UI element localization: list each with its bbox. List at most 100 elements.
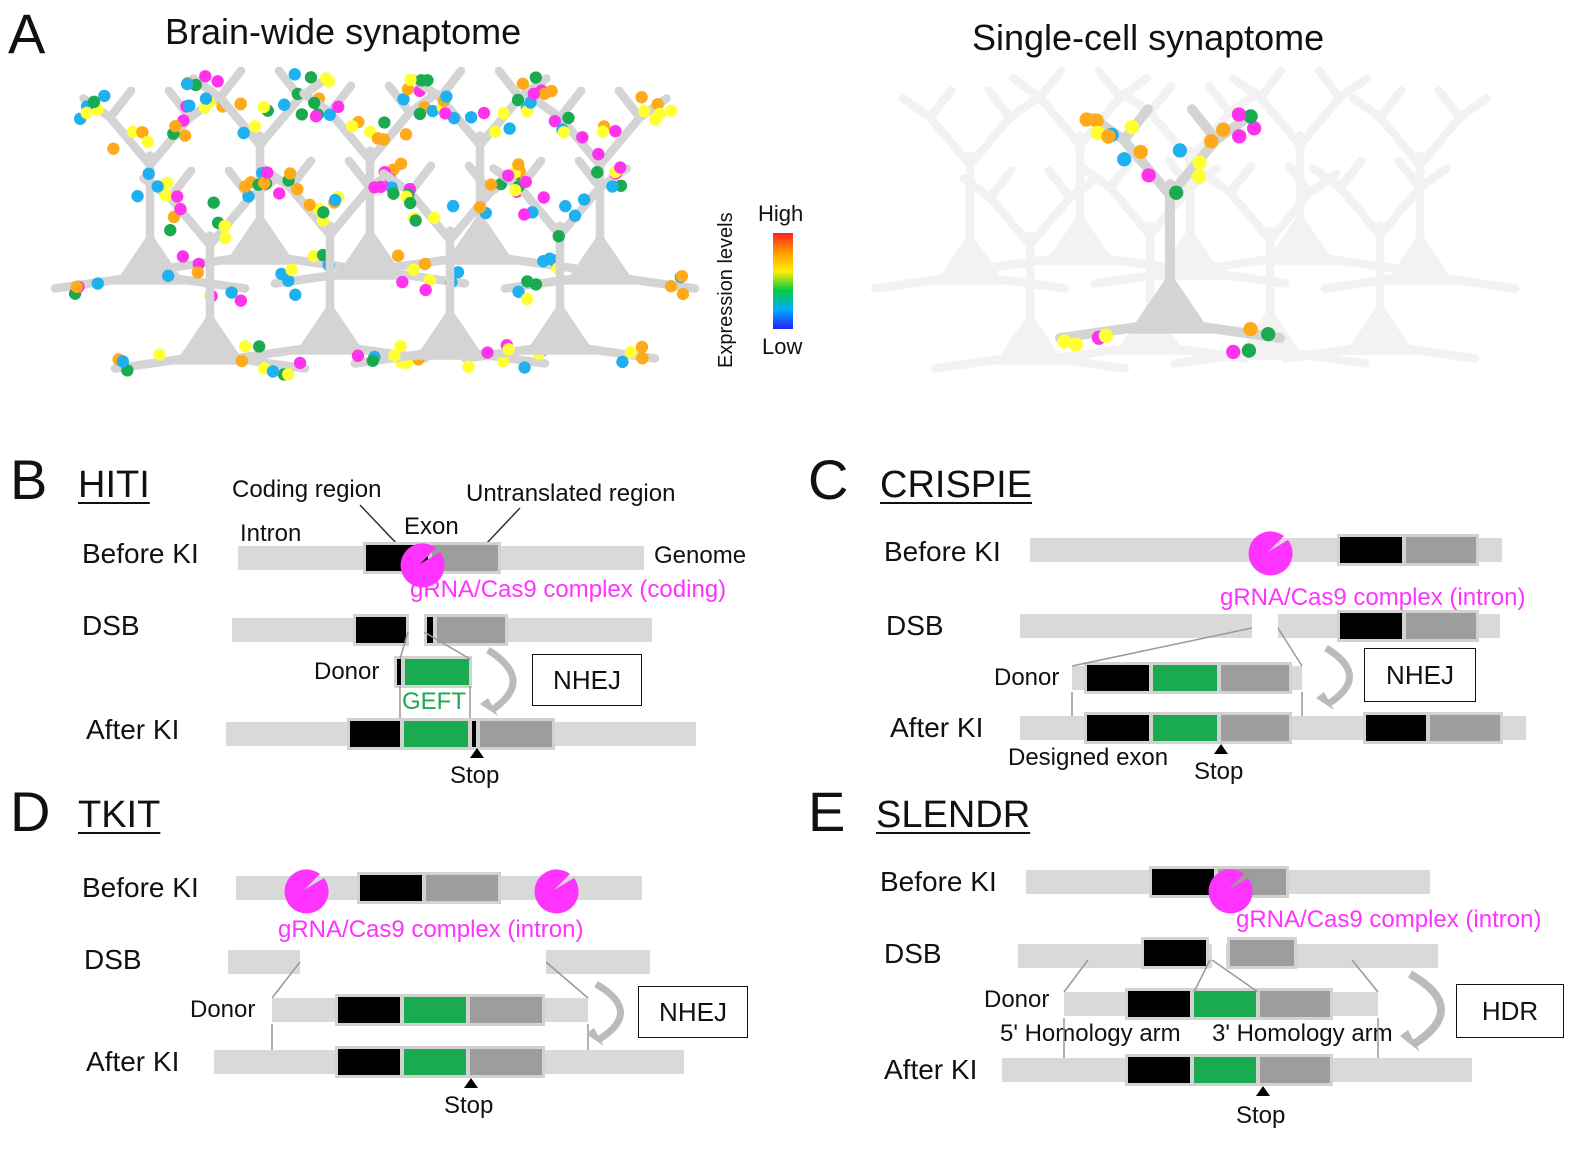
synapse-dot (257, 100, 270, 114)
hiti-donor-label: Donor (314, 658, 380, 685)
synapse-dot (242, 190, 255, 203)
synapse-dot (91, 277, 104, 290)
synapse-dot (174, 202, 187, 216)
hiti-dsb-coding-tail (427, 617, 433, 643)
synapse-dot (345, 120, 359, 133)
synapse-dot (635, 91, 648, 104)
synapse-dot (377, 133, 390, 146)
synapse-dot (497, 107, 510, 120)
synapse-dot (151, 180, 164, 193)
synapse-dot (568, 209, 582, 222)
synapse-dot (653, 107, 667, 121)
tkit-dsb-left (228, 950, 300, 974)
crispie-designed-exon-label: Designed exon (1008, 744, 1169, 771)
coding-region-label: Coding region (232, 476, 382, 503)
synapse-dot (1226, 344, 1241, 360)
synapse-dot (291, 183, 304, 196)
synapse-dot (519, 175, 532, 189)
colorbar-low-label: Low (762, 334, 803, 359)
synapse-dot (409, 214, 422, 227)
tkit-after-utr (470, 1049, 542, 1075)
background-neuron-5 (1320, 86, 1520, 293)
synapse-dot (635, 340, 649, 354)
synapse-dot (675, 269, 689, 283)
crispie-after-endogenous-coding (1366, 715, 1426, 741)
tkit-after-coding (338, 1049, 400, 1075)
crispie-after-utr (1221, 715, 1289, 741)
method-crispie: CRISPIE (880, 464, 1033, 506)
synapse-dot (636, 352, 649, 365)
synapse-dot (1079, 112, 1094, 127)
slendr-before-coding (1152, 869, 1214, 895)
synapse-dot (428, 211, 441, 224)
method-hiti: HITI (78, 464, 150, 506)
synapse-dot (387, 187, 400, 200)
synapse-dot (1243, 321, 1258, 337)
hiti-dsb-utr (437, 617, 505, 643)
synapse-dot (258, 176, 271, 190)
single-cell-title: Single-cell synaptome (972, 17, 1325, 58)
method-tkit: TKIT (78, 794, 161, 836)
hiti-donor-coding (397, 659, 401, 685)
synapse-dot (234, 294, 248, 307)
synapse-dot (676, 287, 690, 301)
synapse-dot (511, 93, 525, 107)
hiti-after-label: After KI (86, 714, 180, 745)
synapse-dot (278, 98, 291, 111)
synapse-dot (638, 105, 651, 118)
synapse-dot (332, 100, 345, 114)
tkit-donor-label: Donor (190, 996, 256, 1023)
tkit-cas9-icon-left (284, 869, 329, 914)
hiti-dsb-label: DSB (82, 610, 140, 641)
synapse-dot (178, 129, 192, 142)
synapse-dot (289, 288, 302, 301)
tkit-before-utr (426, 875, 498, 901)
background-neuron-4 (1200, 66, 1400, 273)
synapse-dot (473, 201, 487, 214)
synapse-dot (421, 74, 434, 87)
synapse-dot (396, 275, 409, 289)
synapse-dot (1101, 129, 1116, 144)
synapse-dot (391, 249, 405, 262)
slendr-before-label: Before KI (880, 866, 997, 897)
synapse-dot (518, 208, 531, 221)
hiti-geft-label: GEFT (402, 688, 466, 715)
tkit-stop-label: Stop (444, 1092, 494, 1119)
synapse-dot (591, 166, 604, 179)
hiti-after-utr (480, 721, 552, 747)
slendr-donor-utr (1260, 991, 1330, 1017)
synapse-dot (235, 354, 248, 368)
synapse-dot (407, 263, 420, 276)
synapse-dot (562, 111, 575, 125)
synapse-dot (248, 120, 261, 133)
tkit-dsb-label: DSB (84, 944, 142, 975)
synapse-dot (484, 178, 498, 191)
hiti-after-geft (404, 721, 468, 747)
synapse-dot (512, 158, 525, 171)
synapse-dot (142, 167, 155, 180)
genome-label: Genome (654, 542, 747, 569)
synapse-dot (592, 147, 605, 161)
synapse-dot (404, 73, 417, 86)
hiti-before-label: Before KI (82, 538, 199, 569)
hiti-dsb-coding (356, 617, 406, 643)
synapse-dot (169, 119, 182, 133)
synapse-dot (1216, 122, 1231, 137)
synapse-dot (577, 193, 591, 206)
synapse-dot (162, 269, 175, 282)
slendr-hdr-box: HDR (1456, 984, 1564, 1038)
synapse-dot (609, 124, 622, 138)
panel-d-letter: D (10, 780, 51, 843)
slendr-arm5-label: 5' Homology arm (1000, 1020, 1181, 1047)
synapse-dot (397, 93, 410, 106)
synapse-dot (378, 116, 391, 129)
hiti-cas9-icon (400, 543, 445, 588)
synapse-dot (451, 266, 465, 279)
crispie-after-label: After KI (890, 712, 984, 743)
tkit-after-fluor (404, 1049, 466, 1075)
synapse-dot (1057, 334, 1072, 349)
synapse-dot (440, 90, 453, 103)
